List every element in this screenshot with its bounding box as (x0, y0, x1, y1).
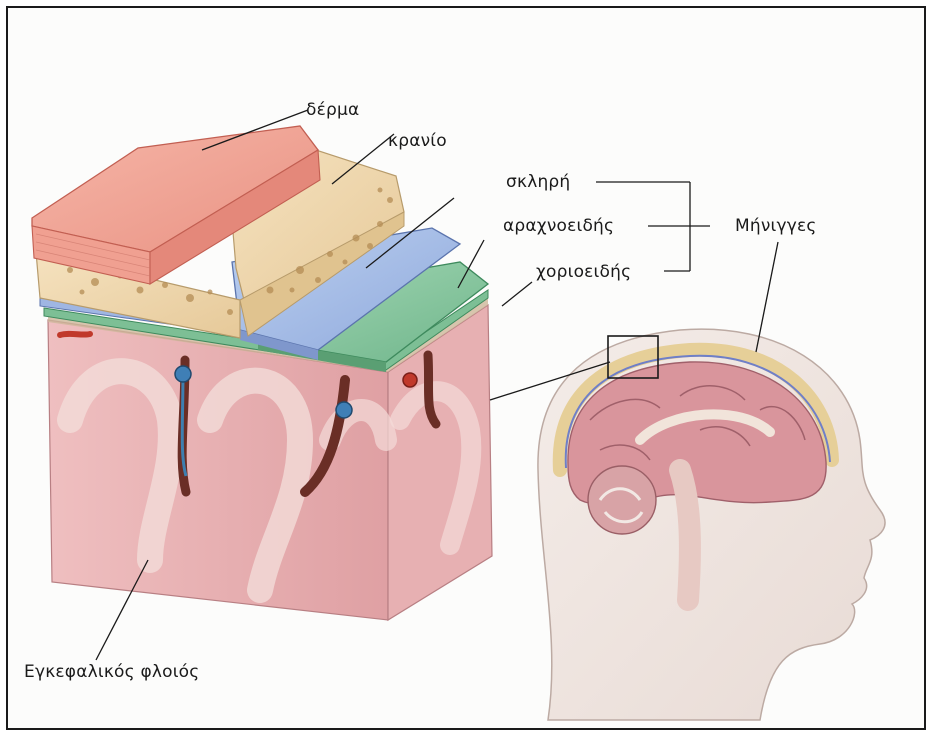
label-cortex: Εγκεφαλικός φλοιός (24, 662, 199, 682)
label-skin: δέρμα (306, 100, 359, 120)
label-skull: κρανίο (388, 131, 447, 151)
label-arachnoid: αραχνοειδής (503, 216, 614, 236)
label-pia: χοριοειδής (536, 262, 631, 282)
label-meninges: Μήνιγγες (735, 216, 817, 236)
label-dura: σκληρή (506, 172, 570, 192)
head-silhouette (538, 329, 885, 720)
